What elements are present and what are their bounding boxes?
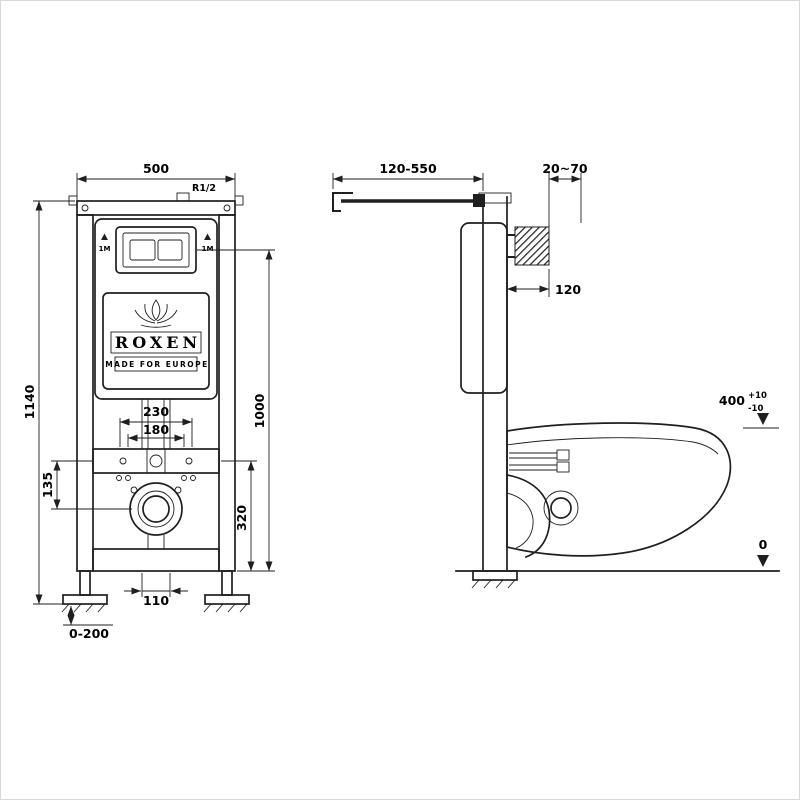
bowl-height-tol-plus: +10 — [748, 391, 767, 401]
dim-fixing-width-inner-label: 180 — [143, 422, 169, 437]
dim-rod-length-range-label: 120-550 — [379, 161, 437, 176]
dim-wall-distance-range-label: 20~70 — [542, 161, 588, 176]
adjustable-feet — [61, 570, 250, 613]
level-mark-right-label: 1M — [202, 245, 214, 253]
brand-logo: ROXEN MADE FOR EUROPE — [102, 292, 210, 390]
dim-cistern-depth: 120 — [507, 269, 581, 297]
brand-name: ROXEN — [115, 333, 201, 352]
floor-level-label: 0 — [759, 537, 768, 552]
front-view: R1/2 1M 1M — [22, 161, 275, 641]
cistern-front — [94, 218, 218, 400]
side-view: 120-550 20~70 120 400 +10 -10 0 — [332, 161, 780, 589]
dim-frame-width-label: 500 — [143, 161, 169, 176]
level-mark-right: 1M — [202, 233, 214, 253]
level-mark-left-label: 1M — [99, 245, 111, 253]
dim-frame-width: 500 — [76, 161, 236, 197]
brand-tagline: MADE FOR EUROPE — [105, 360, 209, 369]
dim-rod-length-range: 120-550 — [332, 161, 484, 191]
dim-drain-pipe-width-label: 110 — [143, 593, 169, 608]
inlet-label: R1/2 — [192, 183, 216, 194]
dim-foot-adjustment: 0-200 — [63, 606, 113, 641]
dim-frame-height: 1140 — [22, 200, 75, 605]
bowl-height-tol-minus: -10 — [748, 404, 763, 414]
flush-rod — [332, 192, 485, 212]
dim-fixing-width-inner: 180 — [127, 422, 185, 447]
dim-wall-distance-range: 20~70 — [542, 161, 588, 227]
dim-drain-offset-label: 135 — [40, 472, 55, 498]
frame-side — [471, 192, 518, 589]
level-mark-left: 1M — [99, 233, 111, 253]
mounting-rail — [92, 448, 220, 481]
dim-foot-adjustment-label: 0-200 — [69, 626, 109, 641]
dim-flush-center-height-label: 1000 — [252, 393, 267, 428]
dim-drain-height-label: 320 — [234, 505, 249, 531]
dim-cistern-depth-label: 120 — [555, 282, 581, 297]
level-marker-400: 400 +10 -10 — [719, 391, 779, 429]
toilet-bowl — [506, 422, 732, 559]
bowl-height-label: 400 — [719, 393, 745, 408]
level-marker-0: 0 — [757, 537, 769, 567]
dim-fixing-width-outer-label: 230 — [143, 404, 169, 419]
drain-outlet — [129, 482, 183, 536]
lotus-icon — [134, 299, 178, 328]
dim-flush-center-height: 1000 — [197, 249, 275, 572]
cistern-side — [460, 222, 508, 394]
dim-fixing-width-outer: 230 — [119, 404, 193, 447]
dim-frame-height-label: 1140 — [22, 384, 37, 419]
wall-bracket — [507, 226, 550, 266]
dim-drain-height: 320 — [221, 460, 257, 571]
dim-drain-offset: 135 — [40, 460, 132, 510]
dim-drain-pipe-width: 110 — [124, 573, 188, 608]
flush-plate — [115, 226, 197, 274]
